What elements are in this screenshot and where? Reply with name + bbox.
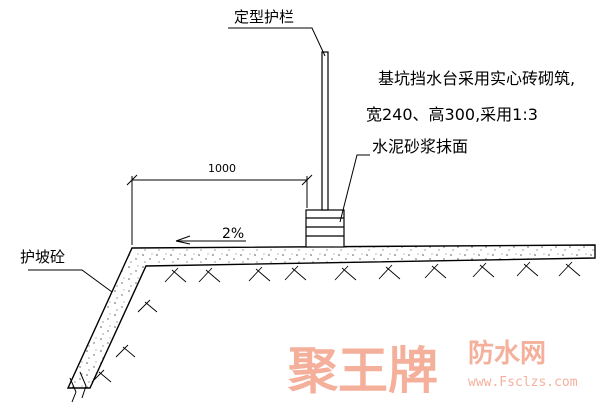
brick-platform	[305, 209, 345, 248]
watermark-url: www.Fsclzs.com	[468, 375, 578, 390]
watermark-brand: 聚王牌	[287, 342, 438, 400]
guardrail-post	[321, 51, 329, 211]
dimension-value: 1000	[208, 162, 236, 175]
guardrail-label: 定型护栏	[234, 8, 294, 26]
note-line-3: 水泥砂浆抹面	[372, 137, 468, 156]
slope-value: 2%	[222, 226, 244, 242]
slope-arrow	[175, 235, 246, 245]
note-line-2: 宽240、高300,采用1:3	[366, 105, 538, 124]
note-leader-line	[339, 154, 370, 223]
dimension-line	[126, 174, 313, 245]
watermark-site-name: 防水网	[468, 339, 546, 369]
note-line-1: 基坑挡水台采用实心砖砌筑,	[378, 69, 575, 88]
slope-leader-line	[28, 269, 113, 293]
break-marks	[69, 371, 87, 403]
soil-hatching	[91, 261, 581, 383]
slope-protection-label: 护坡砼	[20, 248, 65, 266]
guardrail-leader-line	[228, 27, 326, 57]
concrete-surface-slab	[66, 244, 596, 389]
watermark: 聚王牌 防水网 www.Fsclzs.com	[287, 339, 578, 400]
